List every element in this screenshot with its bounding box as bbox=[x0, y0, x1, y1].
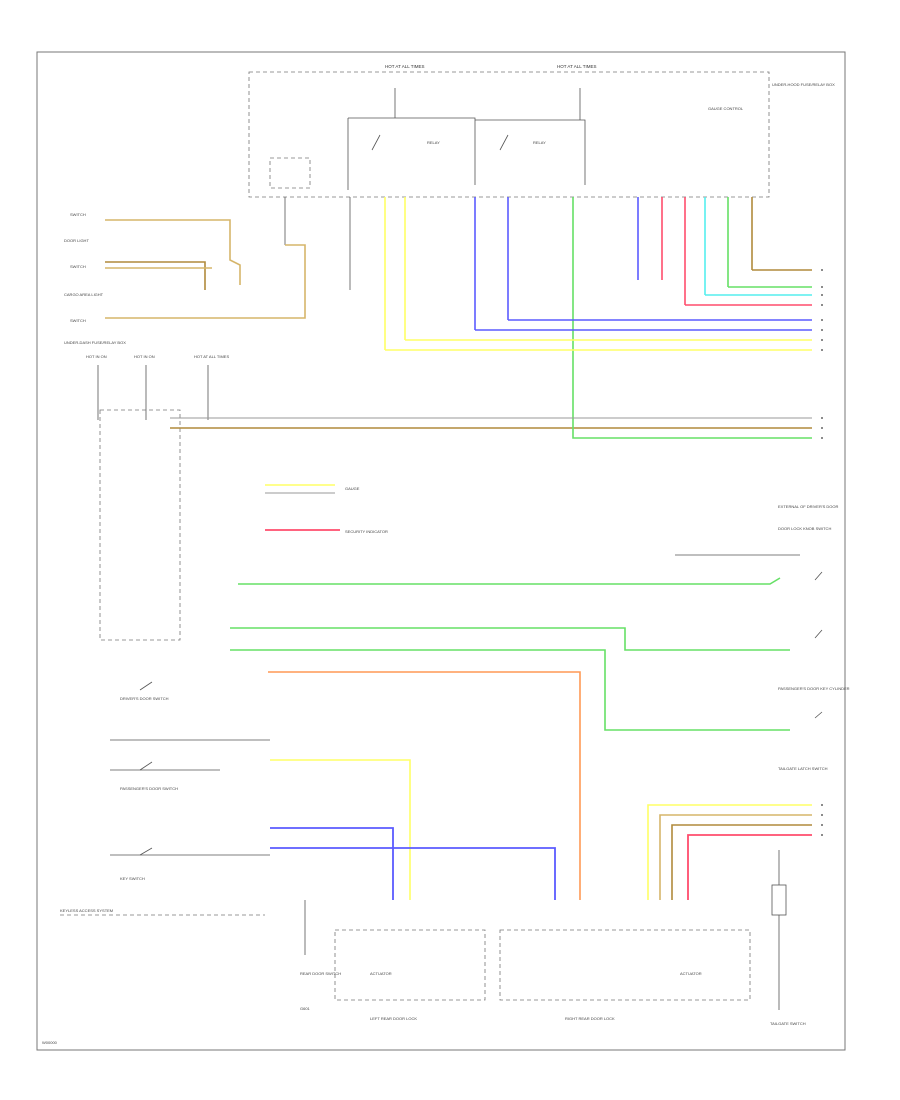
relay-box-outline bbox=[248, 71, 770, 198]
relay-2-label: RELAY bbox=[533, 140, 546, 145]
left-rear-lock-box bbox=[334, 929, 486, 1001]
bottom-left-note: KEYLESS ACCESS SYSTEM bbox=[60, 908, 113, 913]
under-dash-unit-box bbox=[99, 409, 181, 641]
gauge-control-label: GAUGE CONTROL bbox=[708, 106, 744, 111]
gauge-label: GAUGE bbox=[345, 486, 360, 491]
left-top-switch-label: SWITCH bbox=[70, 212, 86, 217]
diagram-border bbox=[36, 51, 846, 1051]
passenger-switch-label: PASSENGER'S DOOR SWITCH bbox=[120, 786, 178, 791]
relay-contacts bbox=[371, 134, 509, 151]
relay-inner-box bbox=[269, 157, 311, 189]
footer-code: W00000 bbox=[42, 1040, 58, 1045]
tailgate-switch-label: TAILGATE SWITCH bbox=[770, 1021, 806, 1026]
right-connector-markers bbox=[821, 269, 823, 836]
security-indicator-label: SECURITY INDICATOR bbox=[345, 529, 388, 534]
relay-box-note: UNDER-HOOD FUSE/RELAY BOX bbox=[772, 82, 835, 87]
driver-switch-label: DRIVER'S DOOR SWITCH bbox=[120, 696, 169, 701]
right-note-1: EXTERNAL OF DRIVER'S DOOR bbox=[778, 504, 839, 509]
relay-1-label: RELAY bbox=[427, 140, 440, 145]
right-rear-lock-box bbox=[499, 929, 751, 1001]
top-power-label-2: HOT AT ALL TIMES bbox=[557, 64, 597, 69]
relay-feed-lines bbox=[394, 88, 581, 120]
hot-label-3: HOT AT ALL TIMES bbox=[194, 354, 229, 359]
left-rear-lock-label: LEFT REAR DOOR LOCK bbox=[370, 1016, 417, 1021]
right-note-2: DOOR LOCK KNOB SWITCH bbox=[778, 526, 831, 531]
right-actuator-label: ACTUATOR bbox=[680, 971, 702, 976]
right-note-4: TAILGATE LATCH SWITCH bbox=[778, 766, 828, 771]
under-dash-label: UNDER-DASH FUSE/RELAY BOX bbox=[64, 340, 126, 345]
left-switch-2-label: SWITCH bbox=[70, 264, 86, 269]
cargo-area-light-label: CARGO AREA LIGHT bbox=[64, 292, 104, 297]
hot-label-2: HOT IN ON bbox=[134, 354, 155, 359]
hot-label-1: HOT IN ON bbox=[86, 354, 107, 359]
right-rear-lock-label: RIGHT REAR DOOR LOCK bbox=[565, 1016, 615, 1021]
bottom-ground-label: G601 bbox=[300, 1006, 311, 1011]
top-power-label-1: HOT AT ALL TIMES bbox=[385, 64, 425, 69]
tailgate-component bbox=[771, 884, 787, 916]
relay-bus-lines bbox=[347, 117, 586, 190]
rear-door-switch-label: REAR DOOR SWITCH bbox=[300, 971, 341, 976]
left-switch-3-label: SWITCH bbox=[70, 318, 86, 323]
left-actuator-label: ACTUATOR bbox=[370, 971, 392, 976]
right-note-3: PASSENGER'S DOOR KEY CYLINDER bbox=[778, 686, 850, 691]
door-light-label: DOOR LIGHT bbox=[64, 238, 89, 243]
key-switch-label: KEY SWITCH bbox=[120, 876, 145, 881]
